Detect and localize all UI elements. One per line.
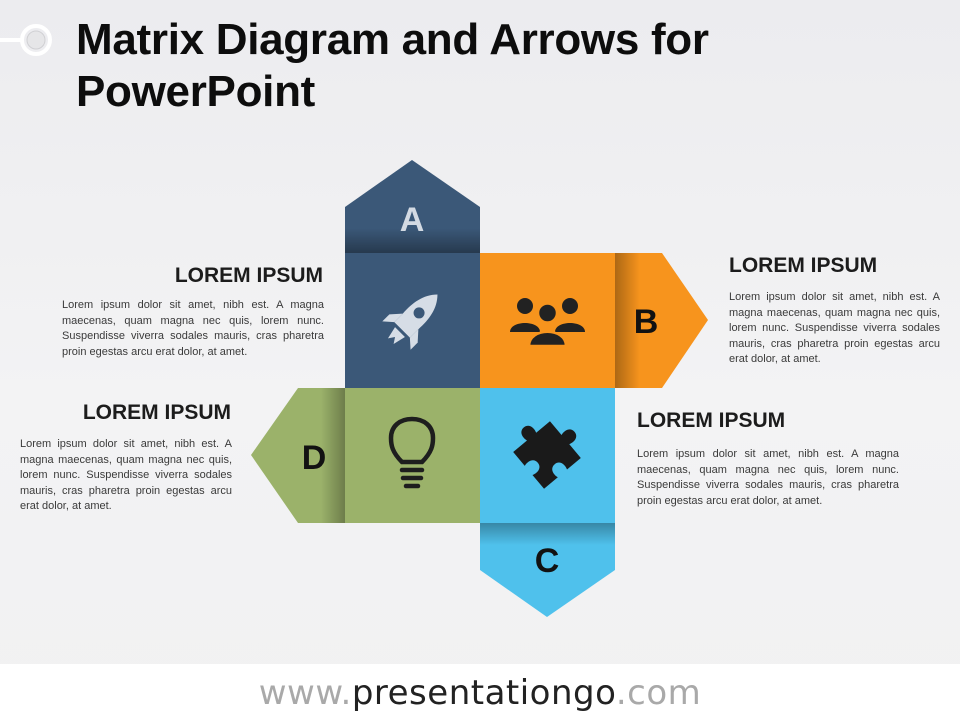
quadrant-d bbox=[251, 388, 480, 523]
quadrant-a bbox=[345, 160, 480, 388]
arrow-c bbox=[480, 523, 615, 617]
square-d bbox=[345, 388, 480, 523]
block-d-body: Lorem ipsum dolor sit amet, nibh est. A … bbox=[20, 438, 232, 513]
logo-icon bbox=[0, 24, 52, 56]
letter-a: A bbox=[399, 201, 425, 239]
quadrant-b bbox=[480, 253, 708, 388]
footer-url-suffix: .com bbox=[615, 673, 702, 713]
letter-b: B bbox=[633, 303, 659, 341]
block-a-body: Lorem ipsum dolor sit amet, nibh est. A … bbox=[62, 299, 324, 358]
block-c-body: Lorem ipsum dolor sit amet, nibh est. A … bbox=[637, 448, 899, 507]
letter-d: D bbox=[301, 439, 327, 477]
rocket-icon bbox=[382, 294, 438, 350]
page-title: Matrix Diagram and Arrows for PowerPoint bbox=[76, 15, 709, 116]
letter-c: C bbox=[534, 542, 560, 580]
footer-url[interactable]: www.presentationgo.com bbox=[259, 668, 702, 718]
block-c-heading: LOREM IPSUM bbox=[637, 409, 786, 432]
footer-url-prefix: www. bbox=[258, 673, 352, 713]
block-b-body: Lorem ipsum dolor sit amet, nibh est. A … bbox=[729, 291, 940, 366]
footer: www.presentationgo.com bbox=[0, 664, 960, 720]
block-b-heading: LOREM IPSUM bbox=[729, 254, 878, 277]
footer-url-brand: presentationgo bbox=[351, 673, 616, 713]
team-icon bbox=[510, 298, 585, 348]
lightbulb-icon bbox=[388, 416, 436, 489]
puzzle-icon bbox=[513, 421, 581, 489]
block-a-heading: LOREM IPSUM bbox=[174, 264, 323, 287]
block-d-heading: LOREM IPSUM bbox=[82, 401, 231, 424]
quadrant-c bbox=[480, 388, 615, 617]
